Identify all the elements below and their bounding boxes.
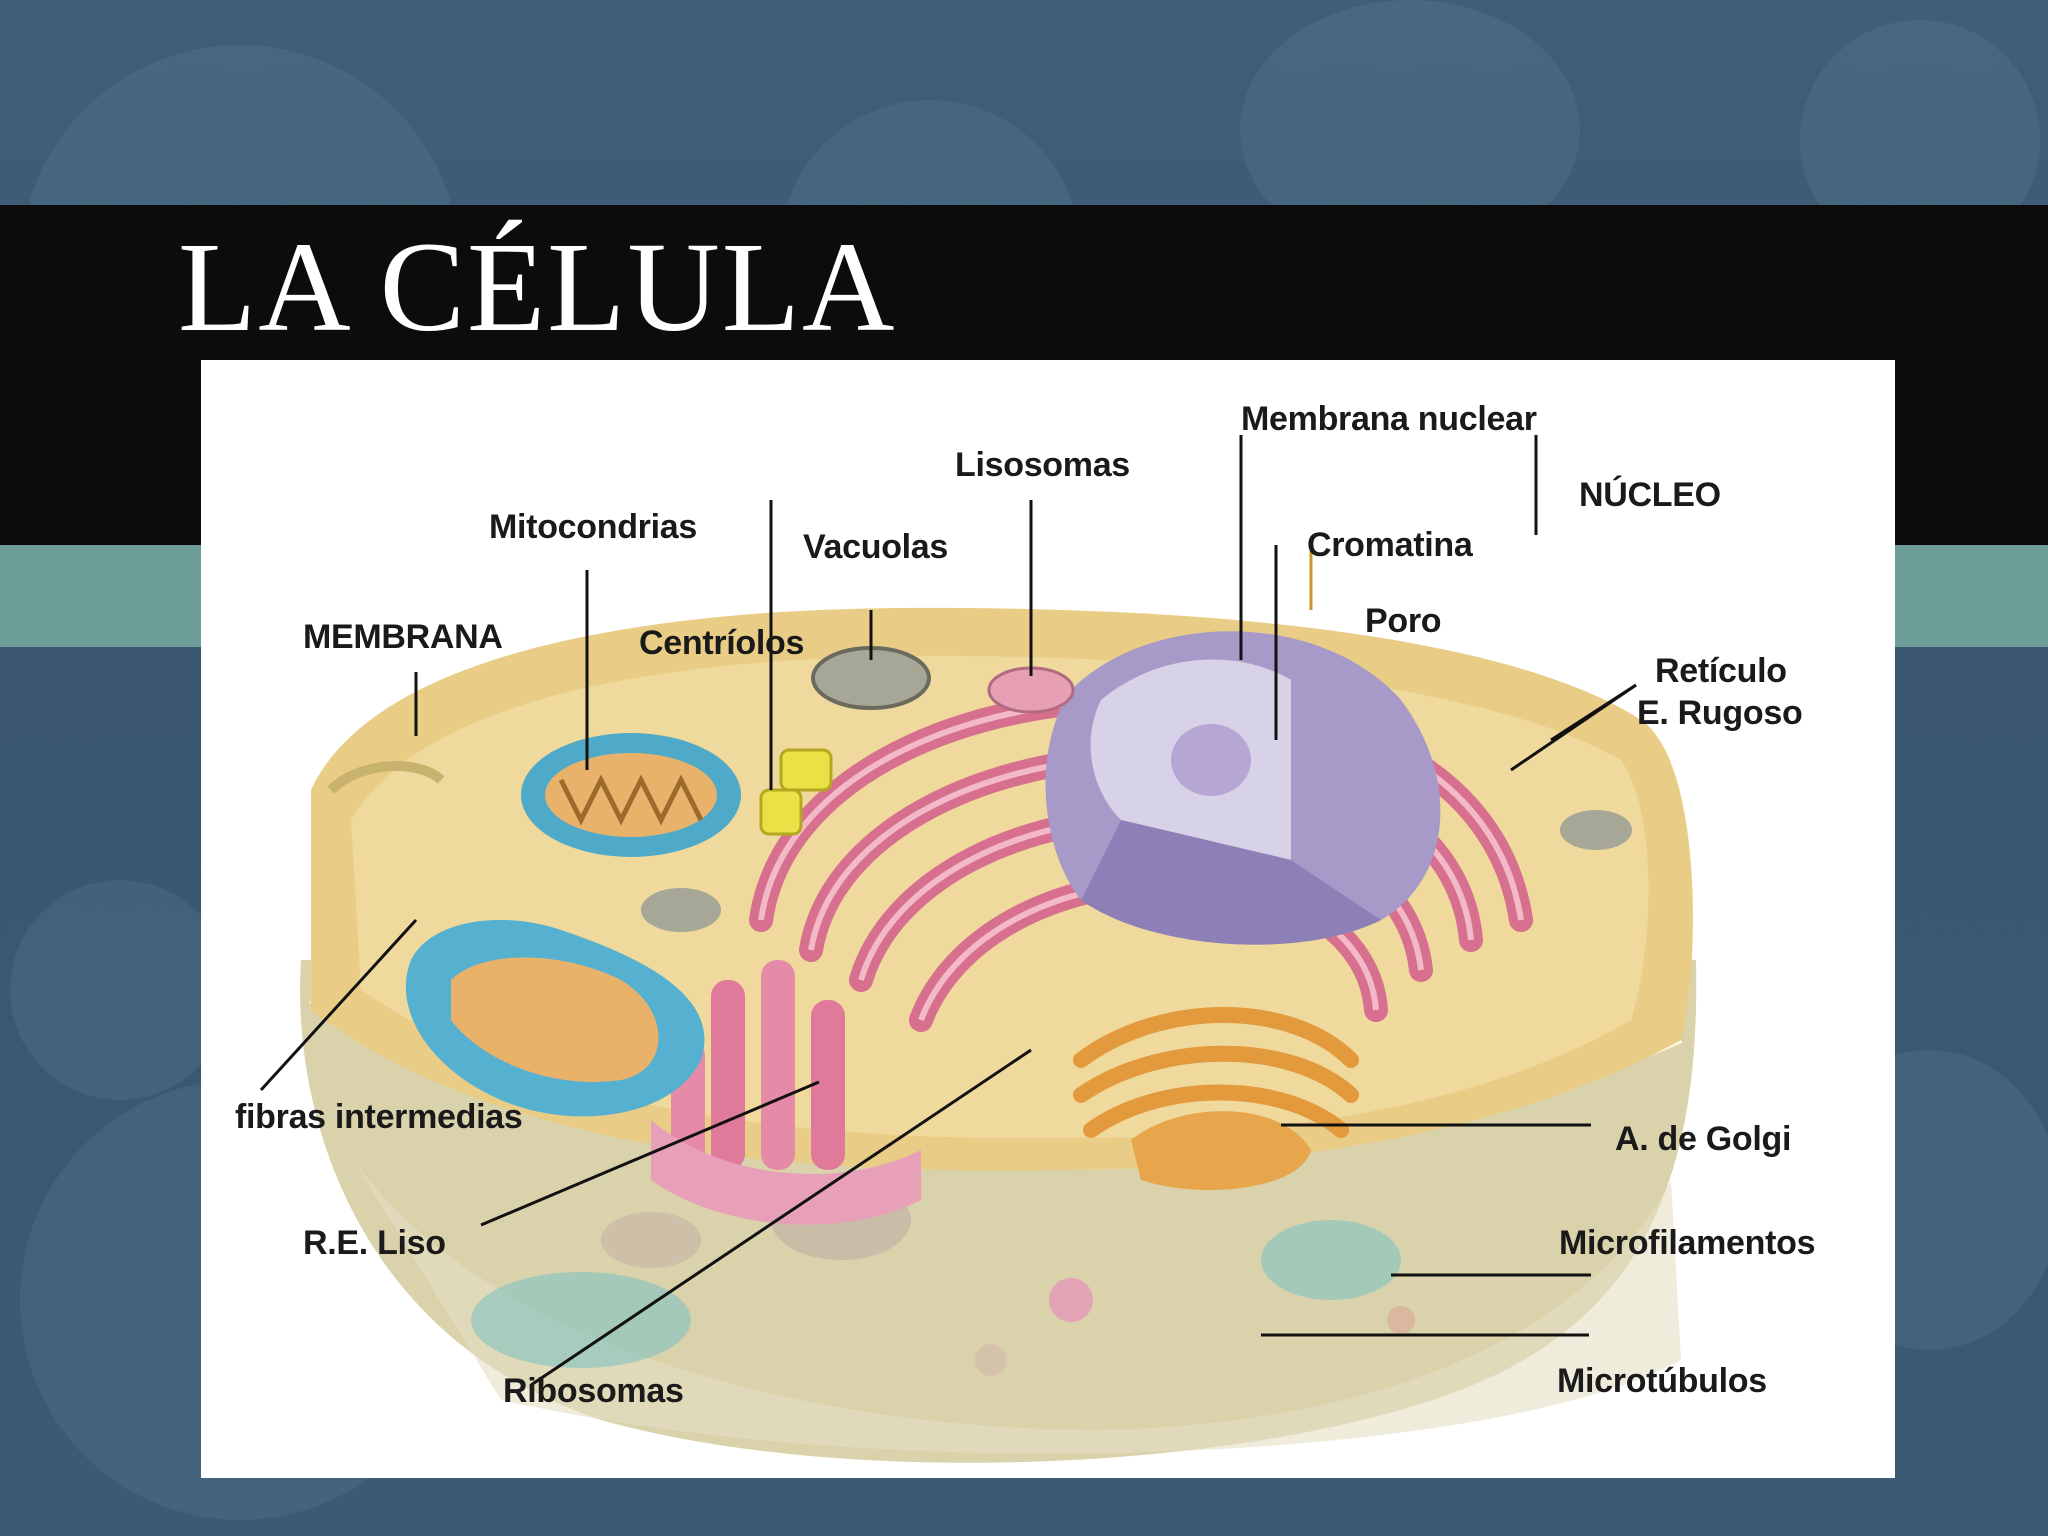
lower-mitochondrion xyxy=(471,1272,691,1368)
label-mitocondrias: Mitocondrias xyxy=(489,508,697,547)
label-microfilamentos: Microfilamentos xyxy=(1559,1224,1815,1263)
label-ribosomas: Ribosomas xyxy=(503,1372,684,1411)
lower-lysosome xyxy=(1049,1278,1093,1322)
cell-diagram-panel: Membrana nuclear Lisosomas NÚCLEO Mitoco… xyxy=(201,360,1895,1478)
label-cromatina: Cromatina xyxy=(1307,526,1472,565)
label-centriolos: Centríolos xyxy=(639,624,804,663)
cell-illustration xyxy=(201,360,1895,1478)
vacuole xyxy=(1560,810,1632,850)
background-circle xyxy=(10,880,230,1100)
label-re-liso: R.E. Liso xyxy=(303,1224,446,1263)
label-poro: Poro xyxy=(1365,602,1441,641)
lower-vesicle xyxy=(1387,1306,1415,1334)
lower-mitochondrion xyxy=(1261,1220,1401,1300)
label-lisosomas: Lisosomas xyxy=(955,446,1130,485)
slide-title: LA CÉLULA xyxy=(178,212,896,362)
label-vacuolas: Vacuolas xyxy=(803,528,948,567)
label-nucleo: NÚCLEO xyxy=(1579,476,1721,515)
label-fibras-intermedias: fibras intermedias xyxy=(235,1098,523,1137)
label-microtubulos: Microtúbulos xyxy=(1557,1362,1767,1401)
lower-vesicle xyxy=(975,1344,1007,1376)
vacuole xyxy=(641,888,721,932)
lower-vesicle xyxy=(601,1212,701,1268)
label-golgi: A. de Golgi xyxy=(1615,1120,1791,1159)
mitochondrion-upper xyxy=(521,733,741,857)
label-reticulo-line1: Retículo xyxy=(1655,652,1787,691)
label-membrana: MEMBRANA xyxy=(303,618,503,657)
label-reticulo-line2: E. Rugoso xyxy=(1637,694,1802,733)
label-membrana-nuclear: Membrana nuclear xyxy=(1241,400,1537,439)
